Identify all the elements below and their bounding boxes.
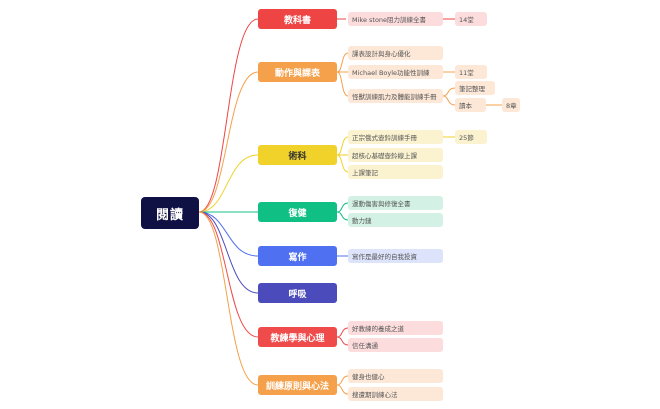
- connector-principles: [198, 211, 259, 386]
- leaf-principles-1[interactable]: 搜遭期訓練心法: [348, 387, 443, 401]
- leaf-writing-0[interactable]: 寫作是最好的自我投資: [348, 249, 443, 263]
- leaf-coaching-1[interactable]: 信任溝通: [348, 338, 443, 352]
- leaf-technique-2[interactable]: 上課筆記: [348, 165, 443, 179]
- branch-coaching[interactable]: 教練學與心理: [258, 327, 337, 347]
- branch-breathing[interactable]: 呼吸: [258, 283, 337, 303]
- leaf-technique-0-sub[interactable]: 25節: [455, 130, 487, 144]
- connector-technique: [198, 154, 259, 213]
- leaf-movement-2-sub2[interactable]: 讀本: [455, 98, 486, 112]
- root-node[interactable]: 閱讀: [141, 197, 199, 229]
- leaf-movement-2-sub2-child[interactable]: 8章: [502, 98, 520, 112]
- leaf-recovery-0[interactable]: 運動傷害與修復全書: [348, 196, 443, 210]
- leaf-technique-1[interactable]: 超核心基礎壺鈴線上課: [348, 148, 443, 162]
- leaf-movement-2-sub1[interactable]: 筆記整理: [455, 81, 495, 95]
- leaf-principles-0[interactable]: 健身也健心: [348, 369, 443, 383]
- connector-breathing: [198, 211, 259, 294]
- connector-movement: [198, 71, 259, 213]
- leaf-movement-2[interactable]: 怪獸訓練肌力及體能訓練手冊: [348, 89, 443, 103]
- leaf-movement-0[interactable]: 課表設計與身心優化: [348, 46, 443, 60]
- connector-coaching: [198, 211, 259, 338]
- branch-technique[interactable]: 術科: [258, 145, 337, 165]
- leaf-textbooks-0-sub[interactable]: 14堂: [455, 12, 487, 26]
- branch-recovery[interactable]: 復健: [258, 202, 337, 222]
- connector-textbooks: [198, 18, 259, 213]
- leaf-technique-0[interactable]: 正宗俄式壺鈴訓練手冊: [348, 130, 443, 144]
- branch-principles[interactable]: 訓練原則與心法: [258, 375, 337, 395]
- connector-writing: [198, 211, 259, 257]
- leaf-movement-1-sub[interactable]: 11堂: [455, 65, 487, 79]
- branch-textbooks[interactable]: 教科書: [258, 9, 337, 29]
- branch-movement[interactable]: 動作與課表: [258, 62, 337, 82]
- leaf-recovery-1[interactable]: 動力鏈: [348, 213, 443, 227]
- leaf-textbooks-0[interactable]: Mike stone阻力訓練全書: [348, 12, 443, 26]
- leaf-coaching-0[interactable]: 好教練的養成之道: [348, 321, 443, 335]
- branch-writing[interactable]: 寫作: [258, 246, 337, 266]
- leaf-movement-1[interactable]: Michael Boyle功能性訓練: [348, 65, 443, 79]
